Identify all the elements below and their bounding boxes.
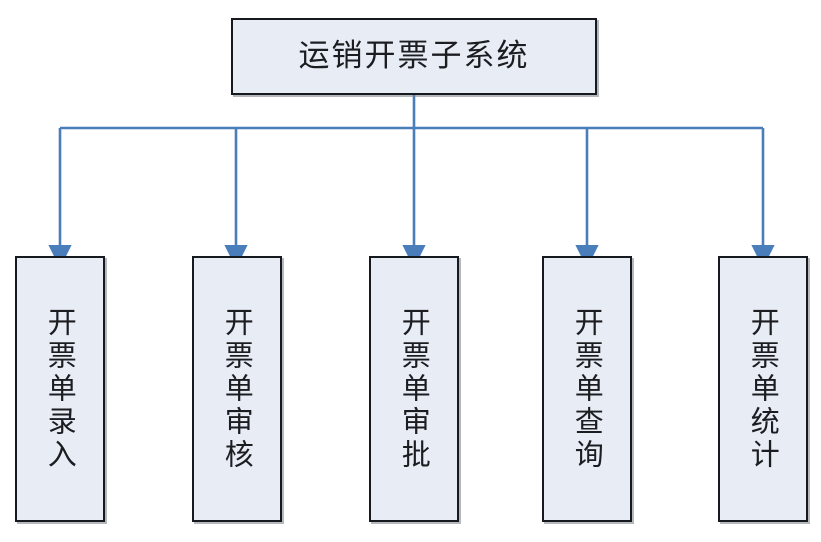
leaf-node-invoice-approval[interactable]: 开票单审批 [369, 256, 459, 522]
leaf-node-label: 开票单审核 [220, 306, 255, 472]
leaf-node-invoice-statistics[interactable]: 开票单统计 [718, 256, 808, 522]
leaf-node-label: 开票单查询 [570, 306, 605, 472]
root-node-label: 运销开票子系统 [298, 38, 530, 74]
leaf-node-invoice-query[interactable]: 开票单查询 [542, 256, 632, 522]
leaf-node-invoice-entry[interactable]: 开票单录入 [15, 256, 105, 522]
leaf-node-invoice-review[interactable]: 开票单审核 [192, 256, 282, 522]
leaf-node-label: 开票单审批 [397, 306, 432, 472]
leaf-node-label: 开票单录入 [43, 306, 78, 472]
leaf-node-label: 开票单统计 [746, 306, 781, 472]
root-node-invoicing-subsystem[interactable]: 运销开票子系统 [231, 18, 597, 95]
